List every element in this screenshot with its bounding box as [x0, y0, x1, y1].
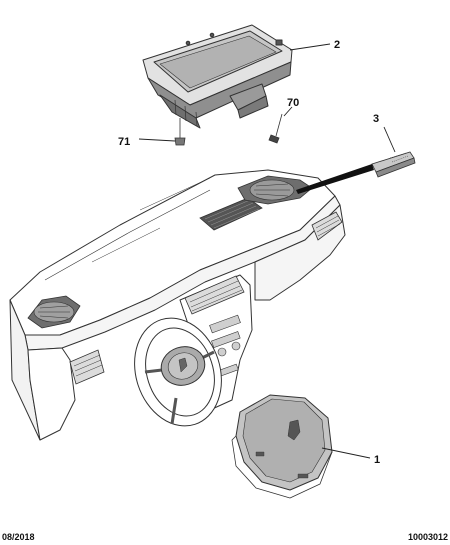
steering-wheel [134, 317, 222, 427]
callout-70: 70 [287, 97, 299, 109]
callout-2: 2 [334, 39, 340, 51]
screw-71 [174, 118, 186, 146]
footer-reference: 10003012 [407, 532, 448, 542]
air-vent-right [311, 211, 343, 241]
passenger-airbag-module [142, 24, 293, 129]
part3-pointer [296, 164, 374, 194]
air-vent-left [69, 349, 105, 385]
dash-speaker-left [27, 295, 81, 329]
side-airbag-module [371, 151, 416, 178]
callout-3: 3 [373, 113, 379, 125]
air-vent-centre [184, 275, 245, 315]
footer-date: 08/2018 [2, 532, 35, 542]
defrost-vent [199, 197, 263, 231]
screw-70 [268, 113, 283, 144]
callout-71: 71 [118, 136, 130, 148]
dash-airbag-opening-right [237, 175, 313, 205]
leader-lines [138, 43, 396, 459]
driver-airbag-module [231, 394, 333, 499]
callout-1: 1 [374, 454, 380, 466]
